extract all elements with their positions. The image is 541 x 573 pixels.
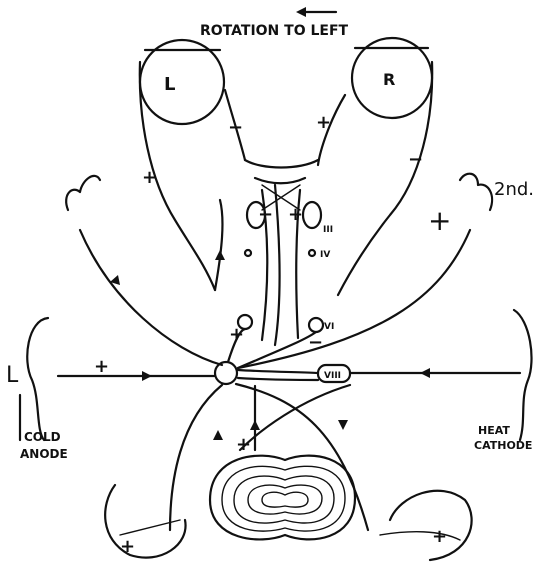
sign-plus-left-eye: + bbox=[142, 167, 157, 188]
right-eye-outer-contour bbox=[338, 62, 432, 295]
rotation-direction-arrow bbox=[296, 7, 336, 17]
nucleus-iii-label: III bbox=[323, 225, 333, 235]
left-ear-label: L bbox=[6, 363, 19, 388]
nucleus-iv-right bbox=[309, 250, 315, 256]
left-canal-bracket bbox=[66, 176, 100, 210]
right-ear bbox=[514, 310, 532, 440]
lower-right-lobe bbox=[380, 491, 472, 560]
polarity-signs: + − + − − + + + − + + + + bbox=[94, 112, 451, 557]
vestibular-nucleus-left bbox=[215, 362, 237, 384]
sign-plus-iii: + bbox=[288, 204, 303, 225]
cold-label: COLD bbox=[24, 430, 61, 444]
left-eye-label: L bbox=[164, 74, 175, 95]
sign-plus-large: + bbox=[428, 204, 451, 237]
medulla-cross-section bbox=[210, 456, 355, 540]
abducens-nuclei: VI bbox=[238, 315, 334, 332]
cathode-label: CATHODE bbox=[474, 439, 532, 452]
sign-minus-right-eye: − bbox=[408, 149, 423, 170]
sign-plus-right-eye: + bbox=[316, 112, 331, 133]
sign-plus-lower-left: + bbox=[120, 536, 135, 557]
sign-plus-lower-center: + bbox=[236, 434, 251, 455]
sign-plus-vi: + bbox=[229, 324, 244, 345]
heat-label: HEAT bbox=[478, 424, 510, 437]
left-ear bbox=[20, 318, 48, 440]
sign-minus-vi: − bbox=[308, 332, 323, 353]
lower-left-lobe bbox=[105, 485, 185, 558]
nucleus-vi-label: VI bbox=[324, 322, 334, 332]
sign-minus-left-eye: − bbox=[228, 117, 243, 138]
vestibular-nuclei: VIII bbox=[215, 362, 350, 384]
nucleus-iv-label: IV bbox=[320, 250, 330, 260]
nucleus-vi-right bbox=[309, 318, 323, 332]
sign-plus-lower-right: + bbox=[432, 526, 447, 547]
right-eye-label: R bbox=[383, 70, 395, 89]
nucleus-iv-left bbox=[245, 250, 251, 256]
left-eye-ball bbox=[140, 40, 224, 124]
nucleus-iii-right bbox=[303, 202, 321, 228]
diagram-title: ROTATION TO LEFT bbox=[200, 23, 349, 39]
right-canal-bracket bbox=[460, 174, 492, 210]
nucleus-viii-label: VIII bbox=[324, 371, 341, 381]
left-eye: L bbox=[140, 40, 245, 290]
sign-plus-horizontal: + bbox=[94, 356, 109, 377]
sign-minus-iii: − bbox=[258, 204, 273, 225]
anode-label: ANODE bbox=[20, 447, 68, 461]
second-label: 2nd. bbox=[494, 179, 534, 200]
